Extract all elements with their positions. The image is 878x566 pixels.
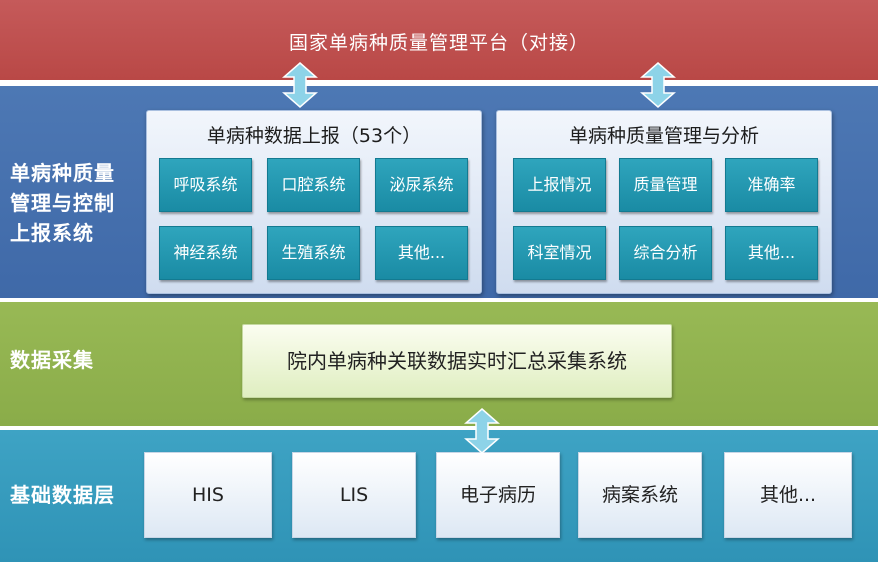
- tile-nervous[interactable]: 神经系统: [159, 226, 252, 280]
- tile-other-analysis[interactable]: 其他...: [725, 226, 818, 280]
- tile-urinary[interactable]: 泌尿系统: [375, 158, 468, 212]
- national-platform-band: 国家单病种质量管理平台（对接）: [0, 0, 878, 82]
- data-report-panel: 单病种数据上报（53个） 呼吸系统 口腔系统 泌尿系统 神经系统 生殖系统 其他…: [146, 110, 482, 294]
- tile-report-status[interactable]: 上报情况: [513, 158, 606, 212]
- double-arrow-icon: [640, 62, 676, 108]
- tile-reproductive[interactable]: 生殖系统: [267, 226, 360, 280]
- base-lis[interactable]: LIS: [292, 452, 416, 538]
- base-other[interactable]: 其他...: [724, 452, 852, 538]
- tile-comprehensive[interactable]: 综合分析: [619, 226, 712, 280]
- tile-quality-mgmt[interactable]: 质量管理: [619, 158, 712, 212]
- tile-accuracy[interactable]: 准确率: [725, 158, 818, 212]
- collect-system-box[interactable]: 院内单病种关联数据实时汇总采集系统: [242, 324, 672, 398]
- base-emr[interactable]: 电子病历: [436, 452, 560, 538]
- base-his[interactable]: HIS: [144, 452, 272, 538]
- report-layer-label: 单病种质量 管理与控制 上报系统: [10, 161, 115, 245]
- national-platform-title: 国家单病种质量管理平台（对接）: [288, 32, 589, 54]
- quality-analysis-panel: 单病种质量管理与分析 上报情况 质量管理 准确率 科室情况 综合分析 其他...: [496, 110, 832, 294]
- double-arrow-icon: [282, 62, 318, 108]
- tile-oral[interactable]: 口腔系统: [267, 158, 360, 212]
- tile-other-report[interactable]: 其他...: [375, 226, 468, 280]
- quality-analysis-panel-title: 单病种质量管理与分析: [568, 125, 759, 147]
- tile-respiratory[interactable]: 呼吸系统: [159, 158, 252, 212]
- base-layer-label: 基础数据层: [10, 483, 115, 507]
- double-arrow-icon: [464, 408, 500, 454]
- data-report-panel-title: 单病种数据上报（53个）: [206, 125, 422, 147]
- base-medical-records[interactable]: 病案系统: [578, 452, 702, 538]
- tile-department[interactable]: 科室情况: [513, 226, 606, 280]
- collect-layer-label: 数据采集: [10, 348, 94, 372]
